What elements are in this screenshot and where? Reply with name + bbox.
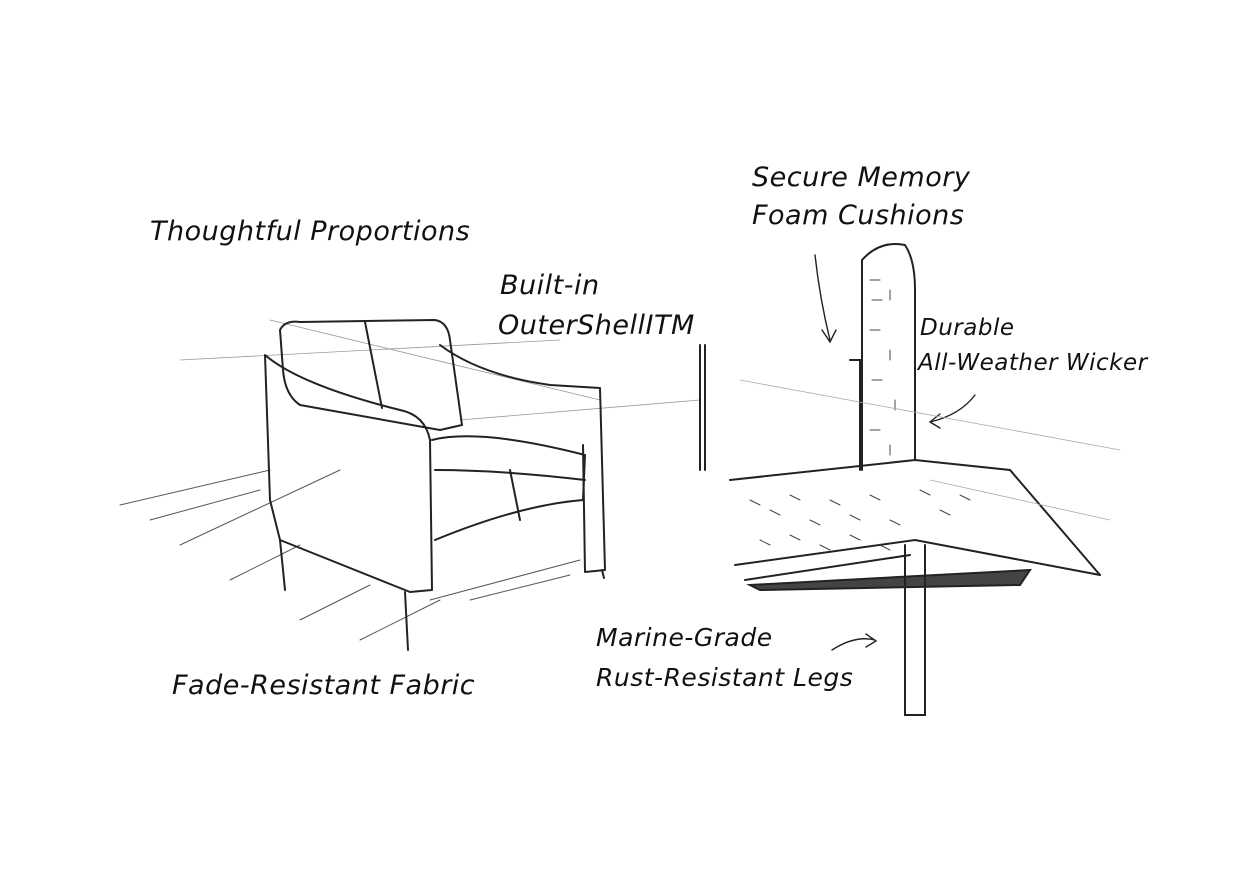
label-outershell: OuterShellITM xyxy=(498,310,695,341)
label-all-weather-wicker: All-Weather Wicker xyxy=(918,350,1148,376)
label-secure-memory: Secure Memory xyxy=(752,162,971,193)
label-thoughtful-proportions: Thoughtful Proportions xyxy=(150,216,471,247)
label-rust-resistant-legs: Rust-Resistant Legs xyxy=(596,663,854,692)
label-durable: Durable xyxy=(920,315,1015,341)
wicker-texture xyxy=(749,279,971,551)
wicker-detail-sketch xyxy=(699,243,1121,716)
label-fade-resistant-fabric: Fade-Resistant Fabric xyxy=(172,670,476,701)
label-foam-cushions: Foam Cushions xyxy=(752,200,965,231)
label-marine-grade: Marine-Grade xyxy=(596,623,773,652)
armchair-sketch xyxy=(119,319,701,651)
label-built-in: Built-in xyxy=(500,270,600,301)
floor-hatching xyxy=(119,469,581,641)
